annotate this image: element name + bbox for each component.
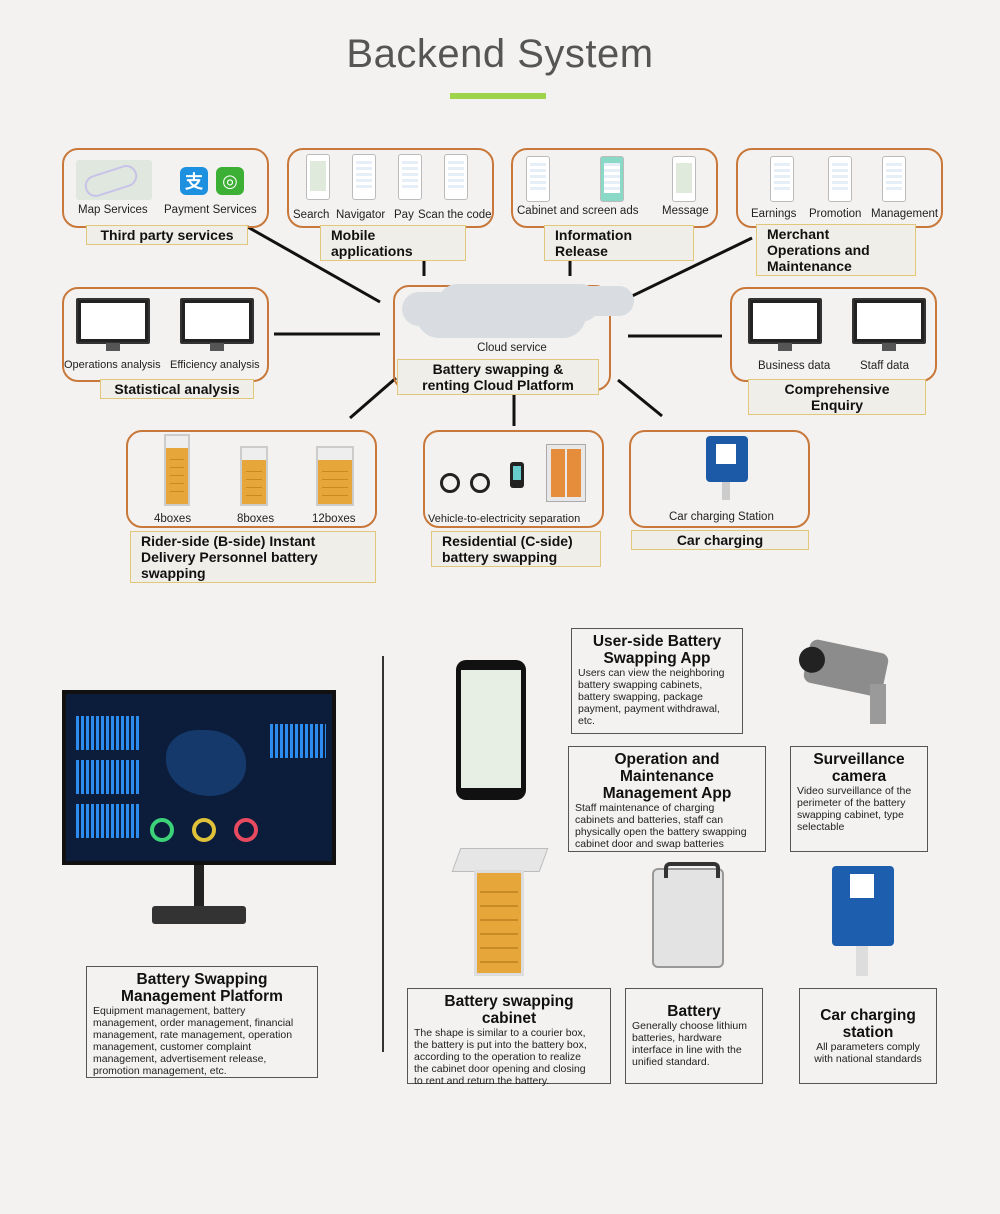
page-title: Backend System [346,32,654,76]
efficiency-monitor-icon [180,298,254,351]
cloud-service-label: Cloud service [477,342,547,354]
cabinet-4boxes-icon [164,434,190,506]
ads-phone-icon [526,156,550,202]
charging-station-icon [832,866,894,946]
cabinet-card-text: The shape is similar to a courier box,th… [414,1027,587,1087]
car-charging-station-label: Car charging Station [669,511,774,523]
8boxes-label: 8boxes [237,513,275,525]
pay-label: Pay [394,209,414,221]
staff-data-monitor-icon [852,298,926,351]
wechat-icon: ◎ [216,167,244,195]
battery-cabinet-icon [474,870,524,976]
payment-services-label: Payment Services [164,204,257,216]
map-services-label: Map Services [78,204,148,216]
charger-pole [722,482,730,500]
earnings-phone-icon [770,156,794,202]
cabinet-ads-label: Cabinet and screen ads [517,205,639,217]
camera-mount [870,684,886,724]
alipay-icon: 支 [180,167,208,195]
residential-box [423,430,604,528]
phone-search-icon [306,154,330,200]
navigator-label: Navigator [336,209,386,221]
map-icon [76,160,152,200]
cabinet-roof [451,848,549,872]
staff-data-label: Staff data [860,360,910,372]
rider-box [126,430,377,528]
lithium-battery-icon [652,862,724,968]
screen-ad-icon [600,156,624,202]
battery-card-title: Battery [667,1003,721,1020]
phone-pay-icon [398,154,422,200]
car-charger-icon [706,436,748,482]
car-charging-box [629,430,810,528]
monitor-stand [194,865,204,909]
12boxes-label: 12boxes [312,513,356,525]
operations-analysis-label: Operations analysis [64,359,161,371]
phone-scan-icon [444,154,468,200]
swap-cabinet-icon [546,444,586,502]
search-label: Search [293,209,330,221]
efficiency-analysis-label: Efficiency analysis [170,359,260,371]
promotion-label: Promotion [809,208,862,220]
cabinet-8boxes-icon [240,446,268,506]
dashboard-monitor-icon [62,690,336,865]
cloud-platform-caption: Battery swapping &renting Cloud Platform [397,359,599,395]
management-label: Management [871,208,939,220]
monitor-base [152,906,246,924]
section-divider [382,656,384,1052]
residential-caption: Residential (C-side)battery swapping [431,531,601,567]
third-party-caption: Third party services [86,225,248,245]
business-data-label: Business data [758,360,831,372]
business-data-monitor-icon [748,298,822,351]
management-phone-icon [882,156,906,202]
phone-navigator-icon [352,154,376,200]
car-charging-caption: Car charging [631,530,809,550]
promotion-phone-icon [828,156,852,202]
charging-station-pole [856,946,868,976]
vehicle-separation-label: Vehicle-to-electricity separation [428,513,581,525]
cloud-icon [416,292,586,338]
operations-monitor-icon [76,298,150,351]
message-label: Message [662,205,709,217]
4boxes-label: 4boxes [154,513,192,525]
battery-icon [510,462,524,488]
smartphone-icon [456,660,526,800]
message-phone-icon [672,156,696,202]
title-underline [450,93,546,99]
earnings-label: Earnings [751,208,797,220]
scooter-icon [440,455,490,493]
statistical-caption: Statistical analysis [100,379,254,399]
cabinet-12boxes-icon [316,446,354,506]
scan-code-label: Scan the code [418,209,492,221]
